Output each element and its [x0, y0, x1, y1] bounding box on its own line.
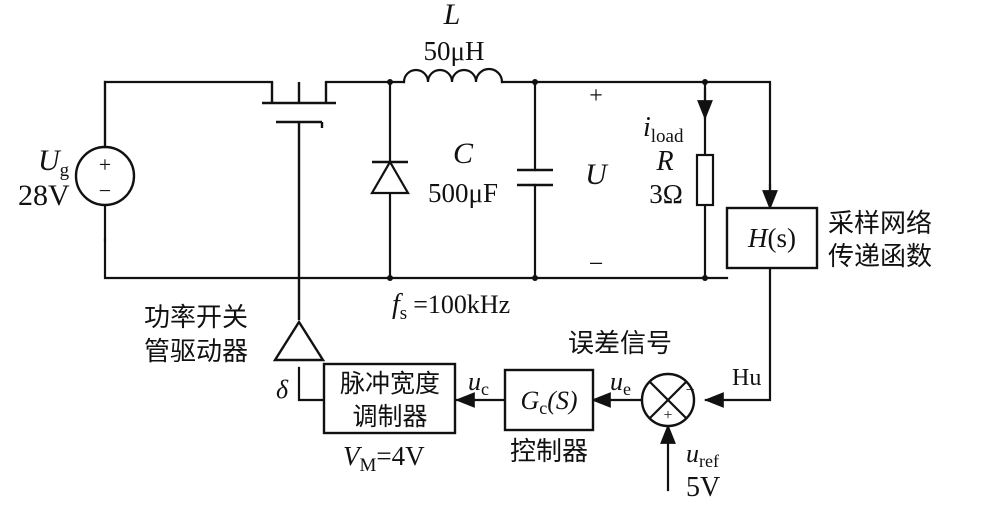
diode-icon	[370, 159, 410, 195]
output-symbol: U	[585, 158, 609, 191]
reference-value: 5V	[686, 472, 720, 503]
resistor-icon	[695, 153, 715, 207]
summer-minus: −	[685, 382, 694, 399]
driver-label-line1: 功率开关	[144, 303, 248, 333]
summing-junction-icon: + −	[640, 372, 696, 428]
reference-symbol: uref	[686, 439, 719, 471]
error-signal-label: 误差信号	[568, 329, 672, 359]
controller-output-label: uc	[468, 367, 489, 399]
duty-cycle-symbol: δ	[276, 375, 289, 404]
voltage-source: + −	[74, 80, 136, 207]
inductor-value: 50μH	[424, 36, 485, 66]
sensor-label-line2: 传递函数	[828, 242, 932, 272]
load-value: 3Ω	[649, 179, 683, 209]
source-symbol: Ug	[38, 144, 70, 181]
mosfet-switch-icon	[262, 82, 336, 320]
output-plus: +	[589, 83, 603, 109]
inductor-icon	[402, 67, 504, 84]
summer-plus: +	[663, 407, 672, 424]
sensor-block-text: H(s)	[747, 223, 796, 253]
capacitor-icon	[517, 168, 553, 187]
pwm-label-line1: 脉冲宽度	[340, 369, 440, 398]
capacitor-symbol: C	[453, 137, 474, 170]
source-plus: +	[99, 152, 111, 177]
controller-label: 控制器	[510, 437, 588, 467]
sensor-block	[725, 206, 819, 270]
output-minus: −	[589, 249, 604, 278]
error-symbol: ue	[610, 367, 631, 399]
load-current-label: iload	[643, 112, 684, 147]
driver-triangle-icon	[272, 319, 326, 362]
capacitor-value: 500μF	[428, 178, 498, 208]
source-value: 28V	[18, 179, 70, 212]
controller-block	[503, 368, 595, 432]
feedback-label: Hu	[732, 365, 761, 391]
controller-block-text: Gc(S)	[520, 386, 577, 418]
sensor-label-line1: 采样网络	[828, 209, 932, 239]
junction-dots	[387, 79, 708, 281]
switching-frequency-label: fs=100kHz	[392, 289, 510, 324]
source-minus: −	[99, 178, 111, 203]
driver-label-line2: 管驱动器	[144, 337, 248, 367]
control-loop-wires	[297, 366, 724, 492]
pwm-vm-label: VM=4V	[343, 441, 425, 476]
pwm-label-line2: 调制器	[352, 402, 427, 431]
inductor-symbol: L	[443, 0, 461, 31]
pwm-block	[322, 362, 457, 435]
load-symbol: R	[655, 146, 673, 177]
